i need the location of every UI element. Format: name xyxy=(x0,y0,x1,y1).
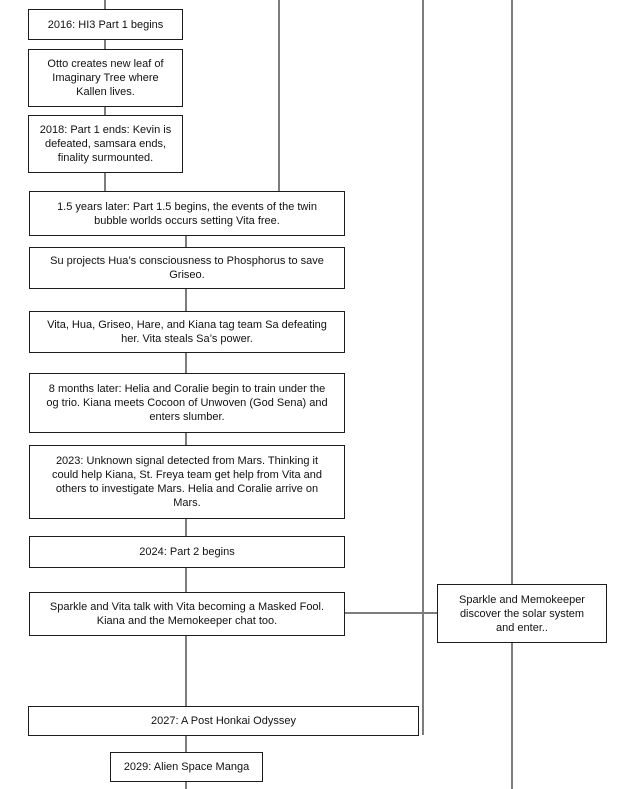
box-2018-part1-ends: 2018: Part 1 ends: Kevin is defeated, sa… xyxy=(28,115,183,173)
box-helia-coralie-train: 8 months later: Helia and Coralie begin … xyxy=(29,373,345,433)
box-otto-new-leaf: Otto creates new leaf of Imaginary Tree … xyxy=(28,49,183,107)
box-sparkle-vita-talk: Sparkle and Vita talk with Vita becoming… xyxy=(29,592,345,636)
box-su-projects-hua: Su projects Hua’s consciousness to Phosp… xyxy=(29,247,345,289)
connector-line-branch-left xyxy=(278,0,280,191)
connector-line-branch-right xyxy=(511,0,513,789)
box-2023-mars-signal: 2023: Unknown signal detected from Mars.… xyxy=(29,445,345,519)
box-tag-team-sa: Vita, Hua, Griseo, Hare, and Kiana tag t… xyxy=(29,311,345,353)
box-2027-post-honkai-odyssey: 2027: A Post Honkai Odyssey xyxy=(28,706,419,736)
connector-line-branch-middle xyxy=(422,0,424,735)
connector-line-sparkle-horizontal xyxy=(345,612,437,614)
box-sparkle-memokeeper-solar: Sparkle and Memokeeper discover the sola… xyxy=(437,584,607,643)
box-2029-alien-space-manga: 2029: Alien Space Manga xyxy=(110,752,263,782)
box-2024-part2-begins: 2024: Part 2 begins xyxy=(29,536,345,568)
box-2016-part1-begins: 2016: HI3 Part 1 begins xyxy=(28,9,183,40)
box-part-1-5-begins: 1.5 years later: Part 1.5 begins, the ev… xyxy=(29,191,345,236)
